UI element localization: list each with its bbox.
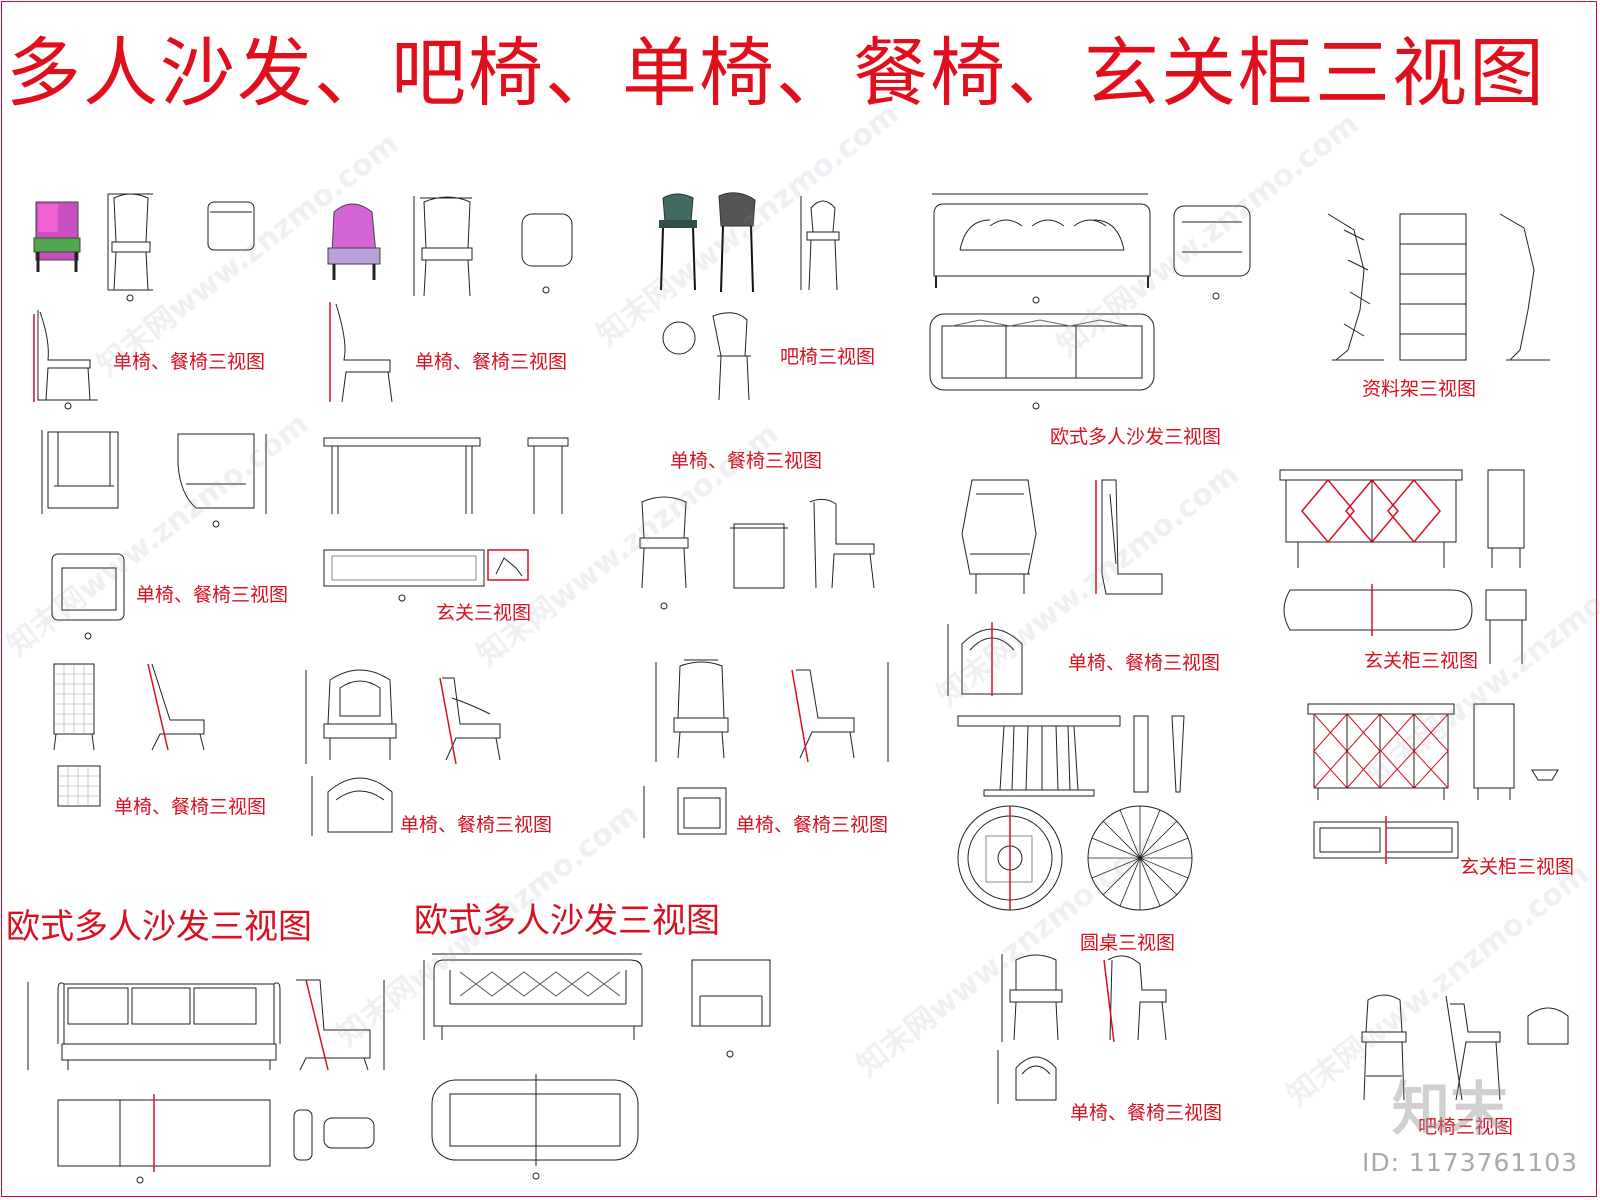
chair-1-drawing — [28, 190, 248, 415]
round-table-drawing — [944, 712, 1214, 942]
label-chair-5: 单椅、餐椅三视图 — [1068, 652, 1221, 674]
label-rack: 资料架三视图 — [1362, 378, 1477, 400]
label-bar-chair-2: 吧椅三视图 — [1418, 1116, 1514, 1138]
label-sofa-top: 欧式多人沙发三视图 — [1050, 426, 1222, 448]
label-chair-8: 单椅、餐椅三视图 — [736, 814, 889, 836]
cabinet-2-drawing — [1304, 700, 1594, 880]
rack-drawing — [1320, 200, 1580, 380]
brand-logo: 知末 — [1392, 1075, 1509, 1143]
chair-4-drawing — [630, 488, 890, 618]
label-chair-7: 单椅、餐椅三视图 — [400, 814, 553, 836]
label-chair-9: 单椅、餐椅三视图 — [1070, 1102, 1223, 1124]
label-bar-chair-1: 吧椅三视图 — [780, 346, 876, 368]
label-cabinet-2: 玄关柜三视图 — [1460, 856, 1575, 878]
chair-2-drawing — [322, 192, 582, 412]
chair-9-drawing — [990, 950, 1190, 1130]
label-chair-3: 单椅、餐椅三视图 — [136, 584, 289, 606]
sofa-mid-drawing — [420, 950, 780, 1190]
chair-3-drawing — [36, 424, 286, 644]
chair-7-drawing — [300, 664, 520, 864]
chair-5-drawing — [940, 474, 1200, 724]
label-chair-2: 单椅、餐椅三视图 — [415, 351, 568, 373]
sheet-title: 多人沙发、吧椅、单椅、餐椅、玄关柜三视图 — [6, 29, 1547, 117]
label-cabinet-1: 玄关柜三视图 — [1364, 650, 1479, 672]
foyer-drawing — [318, 432, 588, 602]
asset-id: ID: 1173761103 — [1362, 1148, 1579, 1177]
chair-6-drawing — [40, 650, 240, 840]
label-foyer: 玄关三视图 — [436, 602, 532, 624]
label-sofa-left: 欧式多人沙发三视图 — [6, 907, 312, 947]
label-chair-1: 单椅、餐椅三视图 — [113, 351, 266, 373]
sofa-top-drawing — [920, 192, 1280, 422]
cabinet-1-drawing — [1276, 464, 1566, 664]
label-sofa-mid: 欧式多人沙发三视图 — [414, 901, 720, 941]
label-chair-6: 单椅、餐椅三视图 — [114, 796, 267, 818]
bar-chair-2-drawing — [1350, 990, 1590, 1120]
label-round-table: 圆桌三视图 — [1080, 932, 1176, 954]
chair-8-drawing — [640, 658, 900, 868]
sofa-left-drawing — [24, 970, 394, 1190]
bar-chair-1-drawing — [659, 190, 885, 415]
label-chair-4: 单椅、餐椅三视图 — [670, 450, 823, 472]
